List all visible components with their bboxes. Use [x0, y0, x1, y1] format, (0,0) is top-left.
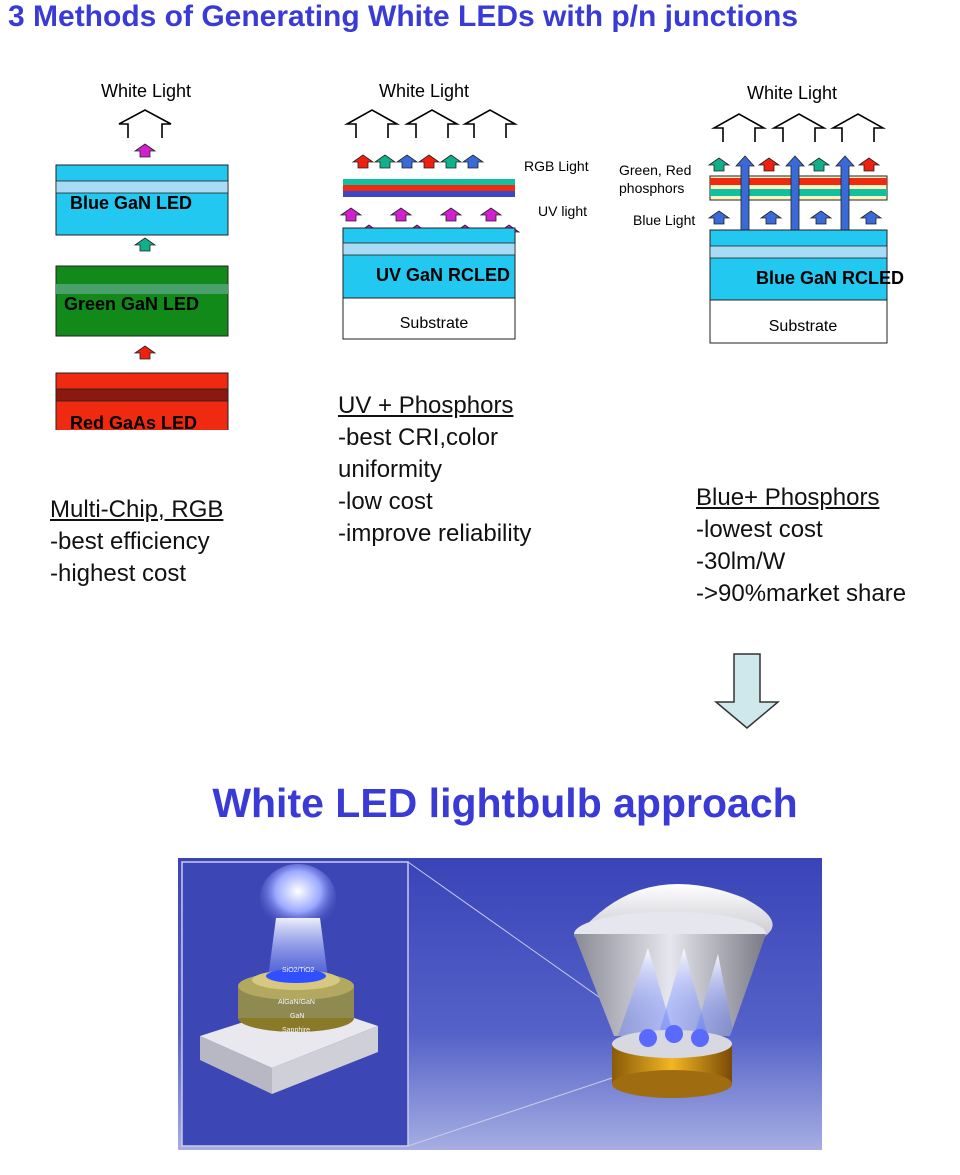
phosphor-layer-blue: [343, 191, 515, 197]
green-gan-led-label: Green GaN LED: [64, 294, 199, 314]
method-point: -highest cost: [50, 560, 187, 587]
magenta-arrow-icon: [133, 143, 157, 158]
method-point: -best CRI,color: [338, 424, 499, 451]
substrate-label-3: Substrate: [769, 318, 838, 335]
method-point: -30lm/W: [696, 548, 786, 575]
phosphor-layer-teal: [343, 179, 515, 185]
red-gaas-led-label: Red GaAs LED: [70, 413, 197, 430]
rgb-light-label: RGB Light: [524, 158, 589, 174]
method-point: -improve reliability: [338, 520, 532, 547]
method-point: -best efficiency: [50, 528, 210, 555]
page-title: 3 Methods of Generating White LEDs with …: [8, 0, 799, 33]
phosphors-label-line2: phosphors: [619, 180, 684, 196]
white-light-arrows-3: [710, 113, 887, 142]
blue-light-arrows: [707, 210, 883, 225]
methods-diagram: White Light Blue GaN LED Green GaN LED R…: [55, 81, 904, 430]
rgb-light-arrows: [351, 154, 485, 169]
down-arrow-icon: [713, 653, 781, 729]
green-gan-led-block: [55, 265, 229, 337]
layer-label-algan: AlGaN/GaN: [278, 999, 315, 1006]
uv-gan-rcled-block: [342, 227, 516, 299]
uv-gan-rcled-label: UV GaN RCLED: [376, 265, 510, 285]
blue-gan-led-block: [55, 164, 229, 236]
method-point: uniformity: [338, 456, 443, 483]
substrate-block-2: [342, 297, 516, 340]
blue-gan-led-label: Blue GaN LED: [70, 193, 192, 213]
method-caption-uv: UV + Phosphors -best CRI,color uniformit…: [338, 390, 531, 550]
blue-gan-rcled-block: [709, 229, 888, 301]
white-light-label-3: White Light: [747, 83, 837, 103]
uv-light-label: UV light: [538, 203, 587, 219]
white-light-arrows-2: [343, 109, 519, 138]
method-heading: UV + Phosphors: [338, 392, 514, 419]
white-light-label-1: White Light: [101, 81, 191, 101]
teal-arrow-icon: [133, 237, 157, 252]
substrate-block-3: [709, 299, 888, 344]
layer-labels: SiO2/TiO2 AlGaN/GaN GaN Sapphire: [278, 967, 315, 1034]
blue-gan-rcled-label: Blue GaN RCLED: [756, 268, 904, 288]
method-caption-blue: Blue+ Phosphors -lowest cost -30lm/W ->9…: [696, 482, 906, 610]
substrate-label-2: Substrate: [400, 315, 469, 332]
lightbulb-heading: White LED lightbulb approach: [212, 780, 798, 826]
blue-light-label: Blue Light: [633, 212, 695, 228]
white-light-label-2: White Light: [379, 81, 469, 101]
method-point: ->90%market share: [696, 580, 907, 607]
layer-label-sapphire: Sapphire: [282, 1027, 310, 1034]
white-light-arrow-icon: [118, 109, 172, 138]
red-gaas-led-block: [55, 372, 229, 430]
method-point: -low cost: [338, 488, 433, 515]
red-arrow-icon: [133, 345, 157, 360]
lightbulb-illustration: SiO2/TiO2 AlGaN/GaN GaN Sapphire: [178, 858, 822, 1150]
layer-label-gan: GaN: [290, 1013, 304, 1020]
method-point: -lowest cost: [696, 516, 823, 543]
method-caption-multichip: Multi-Chip, RGB -best efficiency -highes…: [50, 494, 223, 590]
phosphors-label-line1: Green, Red: [619, 162, 691, 178]
blue-light-beams: [735, 155, 855, 231]
layer-label-sio2: SiO2/TiO2: [282, 967, 315, 974]
method-heading: Multi-Chip, RGB: [50, 496, 224, 523]
phosphor-layer-red: [343, 185, 515, 191]
colored-light-arrows: [707, 157, 881, 172]
method-heading: Blue+ Phosphors: [696, 484, 880, 511]
